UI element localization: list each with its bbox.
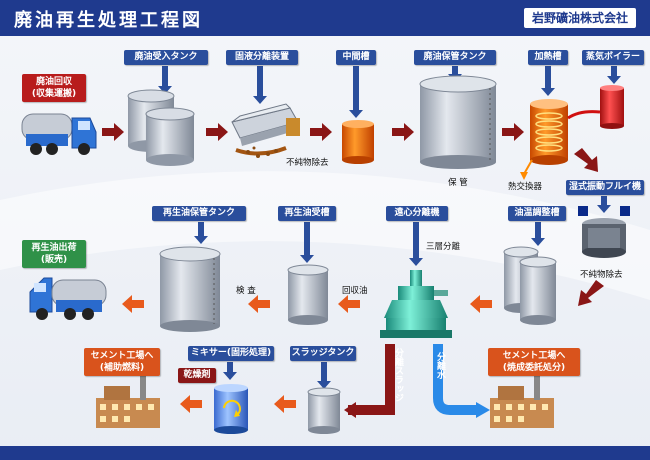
- waste-oil-receiving-tank-label: 廃油受入タンク: [124, 50, 208, 65]
- footer-bar: [0, 446, 650, 460]
- recycled-oil-storage-tank-label: 再生油保管タンク: [152, 206, 246, 221]
- cement-plant-fuel-label: セメント工場へ(補助燃料): [84, 348, 160, 376]
- recycled-oil-receiving-tank-label: 再生油受槽: [278, 206, 336, 221]
- solid-liquid-separator-label: 固液分離装置: [226, 50, 298, 65]
- cement-plant-incineration-label: セメント工場へ(焼成委託処分): [488, 348, 580, 376]
- inspection-note: 検 査: [236, 286, 256, 296]
- three-layer-separation-note: 三層分離: [426, 242, 461, 252]
- separated-water-note: 分離水: [435, 352, 445, 379]
- intermediate-tank-label: 中間槽: [336, 50, 376, 65]
- page-title: 廃油再生処理工程図: [14, 10, 203, 31]
- recycled-oil-shipment-label: 再生油出荷(販売): [22, 240, 86, 268]
- waste-oil-collection-label: 廃油回収(収集運搬): [22, 74, 86, 102]
- oil-temp-adjust-tank-label: 油温調整槽: [508, 206, 566, 221]
- heat-exchanger-note: 熱交換器: [508, 182, 543, 192]
- mixer-label: ミキサー(固形処理): [188, 346, 274, 361]
- heating-tank-label: 加熱槽: [528, 50, 568, 65]
- separated-sludge-note: 分離スラッジ: [393, 348, 403, 402]
- centrifuge-label: 遠心分離機: [386, 206, 448, 221]
- impurity-removal-note: 不純物除去: [286, 158, 329, 168]
- waste-oil-storage-tank-label: 廃油保管タンク: [414, 50, 496, 65]
- drying-agent-label: 乾燥剤: [178, 368, 216, 383]
- company-name: 岩野礦油株式会社: [524, 8, 636, 28]
- impurity-removal-note-2: 不純物除去: [580, 270, 623, 280]
- storage-note: 保 管: [448, 178, 468, 188]
- wet-vibrating-sieve-label: 湿式振動フルイ機: [566, 180, 644, 195]
- recovered-oil-note: 回収油: [342, 286, 368, 296]
- steam-boiler-label: 蒸気ボイラー: [582, 50, 644, 65]
- sludge-tank-label: スラッジタンク: [290, 346, 356, 361]
